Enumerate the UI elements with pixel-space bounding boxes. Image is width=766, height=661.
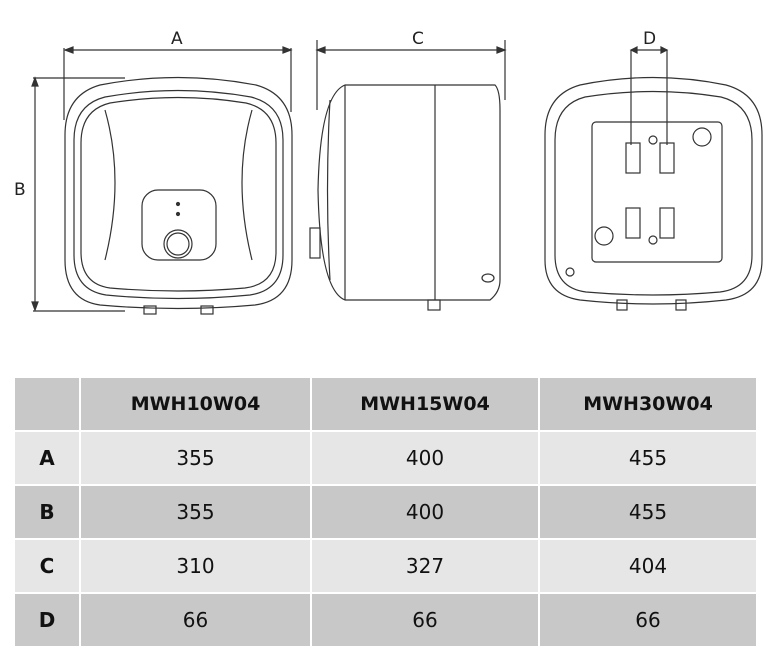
cell: 66 bbox=[312, 594, 538, 646]
cell: 455 bbox=[540, 486, 756, 538]
cell: 310 bbox=[81, 540, 310, 592]
cell: 327 bbox=[312, 540, 538, 592]
dimension-label-b: B bbox=[14, 180, 26, 200]
row-key: A bbox=[15, 432, 79, 484]
dimension-label-d: D bbox=[643, 29, 657, 49]
table-row: A 355 400 455 bbox=[15, 432, 756, 484]
cell: 400 bbox=[312, 486, 538, 538]
dimension-label-c: C bbox=[412, 29, 424, 49]
side-view bbox=[309, 40, 507, 311]
front-view bbox=[31, 46, 293, 315]
dimensions-table: MWH10W04 MWH15W04 MWH30W04 A 355 400 455… bbox=[13, 376, 758, 648]
rear-view bbox=[544, 46, 763, 311]
table-row: D 66 66 66 bbox=[15, 594, 756, 646]
cell: 400 bbox=[312, 432, 538, 484]
technical-drawings bbox=[31, 40, 763, 315]
row-key: D bbox=[15, 594, 79, 646]
table-header-row: MWH10W04 MWH15W04 MWH30W04 bbox=[15, 378, 756, 430]
cell: 355 bbox=[81, 432, 310, 484]
cell: 455 bbox=[540, 432, 756, 484]
cell: 66 bbox=[81, 594, 310, 646]
cell: 355 bbox=[81, 486, 310, 538]
header-cell: MWH30W04 bbox=[540, 378, 756, 430]
cell: 404 bbox=[540, 540, 756, 592]
header-cell: MWH10W04 bbox=[81, 378, 310, 430]
row-key: C bbox=[15, 540, 79, 592]
cell: 66 bbox=[540, 594, 756, 646]
table-row: B 355 400 455 bbox=[15, 486, 756, 538]
header-cell: MWH15W04 bbox=[312, 378, 538, 430]
table-row: C 310 327 404 bbox=[15, 540, 756, 592]
dimension-label-a: A bbox=[171, 29, 183, 49]
row-key: B bbox=[15, 486, 79, 538]
header-cell bbox=[15, 378, 79, 430]
